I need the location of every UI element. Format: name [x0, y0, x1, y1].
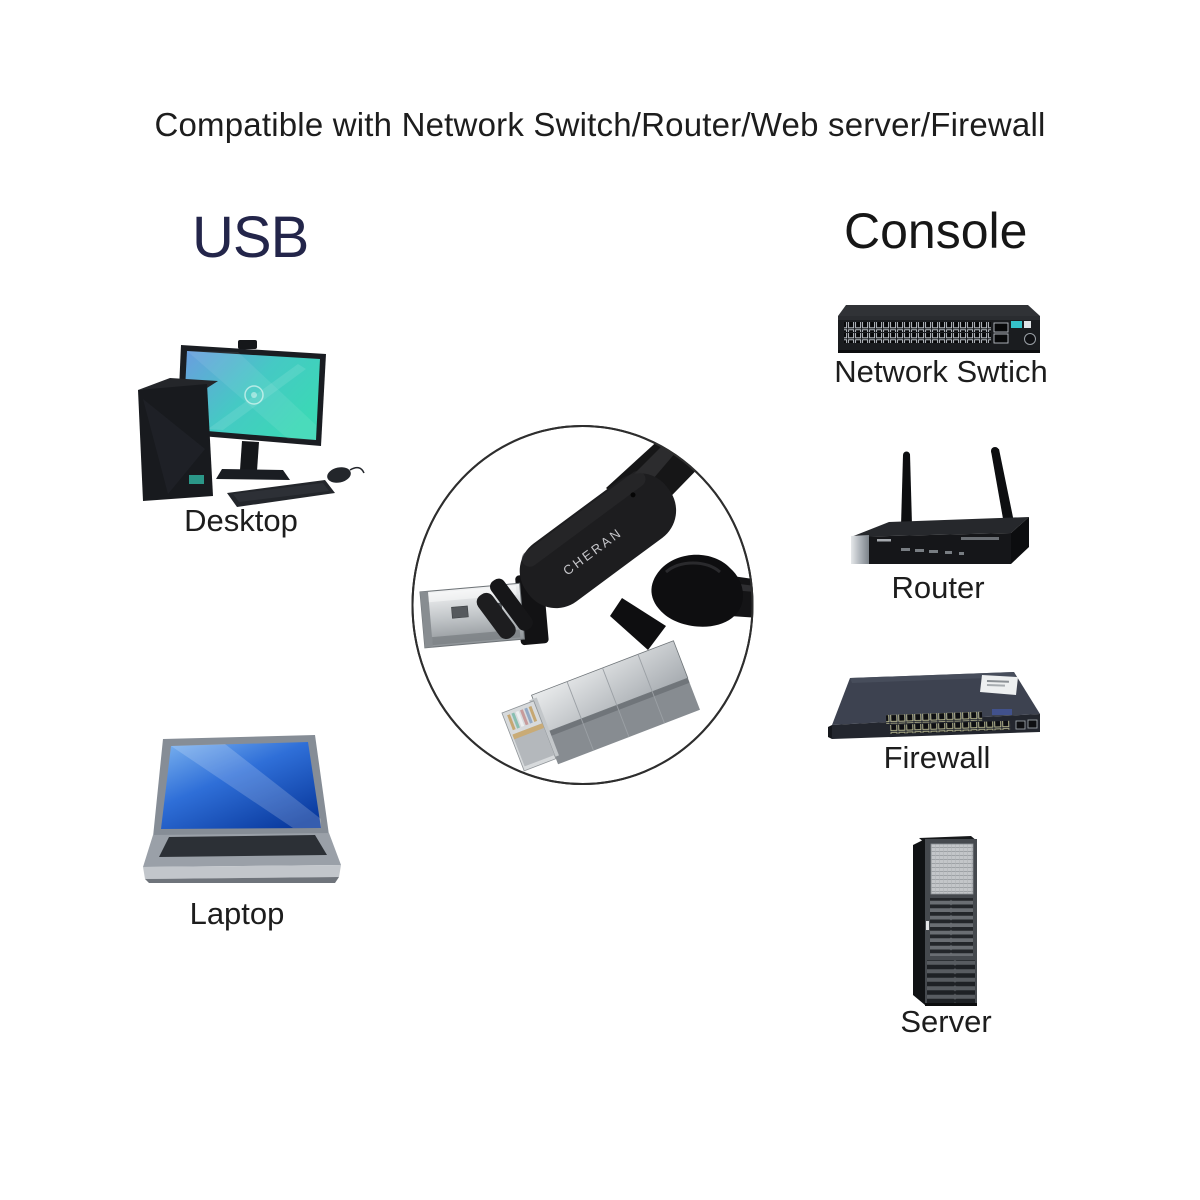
network-switch-icon	[838, 305, 1040, 353]
rj45-contact-pins	[507, 705, 538, 731]
network-switch-label: Network Swtich	[834, 354, 1048, 389]
firewall-icon	[828, 672, 1040, 739]
firewall-label: Firewall	[883, 740, 991, 775]
rj45-connector-icon	[501, 640, 700, 772]
network-switch-image	[838, 305, 1040, 353]
server-label: Server	[900, 1004, 992, 1039]
router-image	[851, 447, 1029, 564]
tower-icon	[138, 378, 218, 501]
laptop-label: Laptop	[189, 896, 285, 931]
magnifier-circle-border	[411, 425, 754, 785]
laptop-image	[143, 735, 341, 883]
monitor-icon	[177, 340, 326, 480]
server-image	[913, 836, 977, 1006]
antenna-icon	[901, 447, 1015, 530]
desktop-label: Desktop	[184, 503, 298, 538]
strain-relief-boot	[610, 554, 744, 650]
laptop-icon	[143, 735, 341, 883]
page-title: Compatible with Network Switch/Router/We…	[154, 106, 1046, 143]
server-icon	[913, 836, 977, 1006]
mouse-icon	[327, 466, 365, 483]
keyboard-icon	[227, 480, 335, 507]
cable-molded-body: CHERAN	[476, 471, 677, 640]
router-label: Router	[891, 570, 985, 605]
console-cable-image: CHERAN	[411, 425, 754, 785]
usb-heading: USB	[192, 205, 309, 270]
router-icon	[851, 517, 1029, 564]
webcam-icon	[238, 340, 257, 349]
firewall-image	[828, 672, 1040, 739]
console-heading: Console	[844, 203, 1028, 259]
desktop-image	[138, 340, 365, 507]
